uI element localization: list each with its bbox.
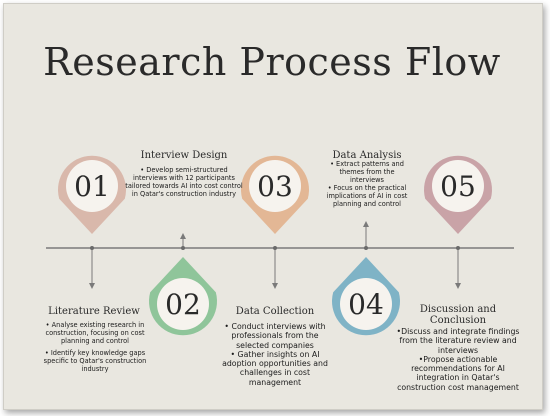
step-04-bullet-1: • Extract patterns and themes from the i…: [330, 160, 404, 184]
connector-02: [180, 233, 186, 250]
step-number-03: 03: [257, 170, 293, 203]
step-text-01: • Analyse existing research in construct…: [36, 321, 154, 373]
connector-03: [272, 246, 278, 289]
step-pin-05: 05: [423, 155, 493, 234]
step-04-bullet-2: • Focus on the practical implications of…: [326, 184, 408, 208]
connector-01: [89, 246, 95, 289]
step-text-02: • Develop semi-structured interviews wit…: [124, 166, 244, 198]
step-number-01: 01: [74, 170, 110, 203]
step-heading-02: Interview Design: [140, 150, 228, 161]
step-text-04: • Extract patterns and themes from the i…: [322, 160, 412, 208]
step-01-bullet-2: • Identify key knowledge gaps specific t…: [43, 349, 147, 373]
step-text-03: • Conduct interviews with professionals …: [216, 322, 334, 387]
step-heading-01: Literature Review: [48, 306, 140, 317]
connector-05: [455, 246, 461, 289]
step-pin-01: 01: [58, 155, 126, 234]
page-title: Research Process Flow: [43, 40, 501, 84]
step-03-bullet-1: • Conduct interviews with professionals …: [224, 322, 326, 350]
step-heading-04: Data Analysis: [332, 150, 402, 161]
connector-04: [363, 221, 369, 250]
step-03-bullet-2: • Gather insights on AI adoption opportu…: [222, 349, 328, 387]
step-05-bullet-1: •Discuss and integrate findings from the…: [396, 327, 520, 355]
step-01-bullet-1: • Analyse existing research in construct…: [45, 321, 145, 345]
step-05-bullet-2: •Propose actionable recommendations for …: [397, 354, 519, 392]
step-heading-05: Discussion and Conclusion: [419, 304, 497, 326]
step-pin-04: 04: [332, 257, 400, 336]
step-02-bullet-1: • Develop semi-structured interviews wit…: [125, 166, 243, 198]
step-heading-03: Data Collection: [235, 306, 315, 317]
step-pin-02: 02: [149, 257, 217, 336]
step-number-04: 04: [348, 288, 384, 321]
step-text-05: •Discuss and integrate findings from the…: [394, 327, 522, 392]
step-number-05: 05: [440, 170, 476, 203]
step-pin-03: 03: [241, 155, 309, 234]
step-number-02: 02: [165, 288, 201, 321]
